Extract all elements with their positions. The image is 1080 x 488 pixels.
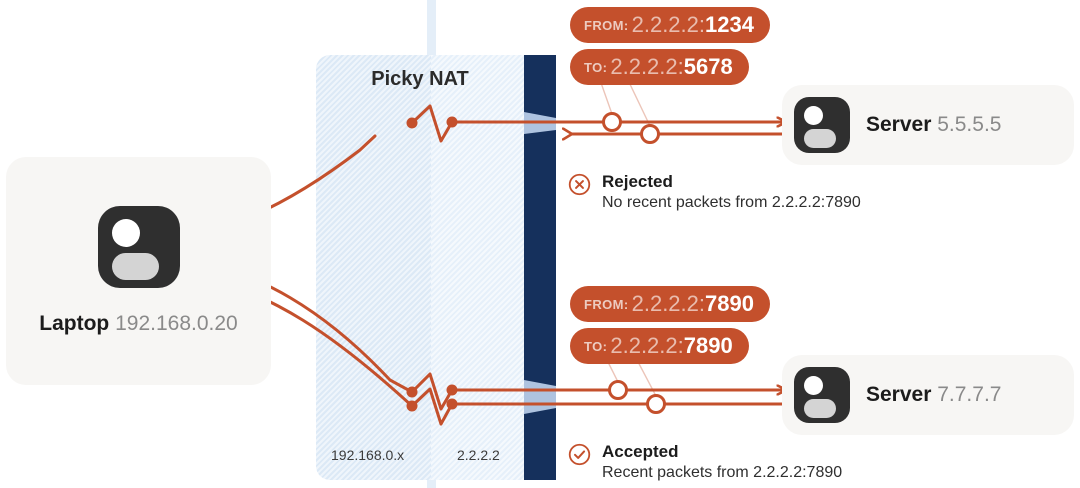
node-laptop[interactable]: Laptop 192.168.0.20 [6,157,271,385]
nat-public-zone-label: 2.2.2.2 [457,447,500,463]
status-rejected: Rejected No recent packets from 2.2.2.2:… [568,171,861,213]
status-rejected-description: No recent packets from 2.2.2.2:7890 [602,193,861,211]
node-server-bottom[interactable]: Server 7.7.7.7 [782,355,1074,435]
pill-to-key: TO: [584,59,608,75]
server-top-label: Server 5.5.5.5 [866,113,1001,137]
laptop-address: 192.168.0.20 [115,312,238,335]
status-rejected-title: Rejected [602,172,673,191]
packet-pill-top-from: FROM: 2.2.2.2: 1234 [570,7,770,43]
packet-pill-top-to: TO: 2.2.2.2: 5678 [570,49,749,85]
packet-marker-top-from [602,112,622,132]
pill-to-port: 5678 [683,54,733,79]
status-accepted-description: Recent packets from 2.2.2.2:7890 [602,463,843,481]
leader-bottom-to [635,357,657,397]
device-body-shape [804,399,836,418]
laptop-label: Laptop 192.168.0.20 [39,312,237,336]
server-bottom-address: 7.7.7.7 [937,383,1002,406]
server-top-name: Server [866,113,932,136]
device-body-shape [804,129,836,148]
nat-translate-zigzag-bottom-upper [410,372,454,411]
pill-from-port: 1234 [705,12,754,37]
nat-translate-zigzag-bottom-lower [410,387,454,426]
node-server-top[interactable]: Server 5.5.5.5 [782,85,1074,165]
nat-private-zone-label: 192.168.0.x [331,447,405,463]
device-body-shape [111,253,159,280]
pill-from-port: 7890 [705,291,754,316]
person-device-icon [97,206,180,288]
person-device-icon [794,97,850,153]
packet-marker-bottom-to [646,394,666,414]
pill-from-key: FROM: [584,296,629,312]
pill-to-host: 2.2.2.2: [610,333,684,358]
packet-pill-bottom-to: TO: 2.2.2.2: 7890 [570,328,749,364]
packet-marker-bottom-from [608,380,628,400]
laptop-name: Laptop [39,312,110,335]
device-head-shape [804,106,823,125]
status-accepted-title: Accepted [602,442,679,461]
nat-gate-bottom [524,380,556,414]
translate-dot-bottom-in-upper [406,386,418,398]
pill-from-key: FROM: [584,17,629,33]
circle-check-icon [568,443,591,466]
status-accepted: Accepted Recent packets from 2.2.2.2:789… [568,441,842,483]
status-rejected-text: Rejected No recent packets from 2.2.2.2:… [602,171,861,213]
nat-title: Picky NAT [371,68,469,90]
packet-marker-top-to [640,124,660,144]
packet-pill-bottom-from: FROM: 2.2.2.2: 7890 [570,286,770,322]
pill-to-port: 7890 [683,333,733,358]
device-head-shape [804,376,823,395]
pill-from-host: 2.2.2.2: [631,12,705,37]
nat-translate-zigzag-top [410,104,454,143]
translate-dot-top-in [406,117,418,129]
server-bottom-label: Server 7.7.7.7 [866,383,1001,407]
circle-x-icon [568,173,591,196]
leader-top-from [599,79,613,115]
translate-dot-top-out [446,116,458,128]
pill-to-key: TO: [584,338,608,354]
pill-from-host: 2.2.2.2: [631,291,705,316]
pill-to-host: 2.2.2.2: [610,54,684,79]
translate-dot-bottom-out-lower [446,398,458,410]
leader-top-to [627,79,651,127]
status-accepted-text: Accepted Recent packets from 2.2.2.2:789… [602,441,842,483]
translate-dot-bottom-in-lower [406,400,418,412]
device-head-shape [111,219,140,247]
server-bottom-name: Server [866,383,932,406]
server-top-address: 5.5.5.5 [937,113,1002,136]
person-device-icon [794,367,850,423]
translate-dot-bottom-out-upper [446,384,458,396]
